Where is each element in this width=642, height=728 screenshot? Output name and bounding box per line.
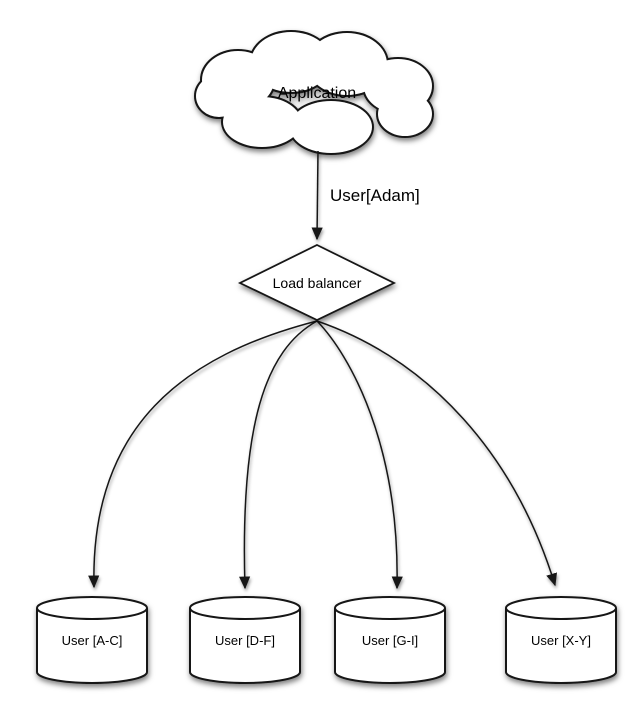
cylinder-top	[189, 596, 301, 620]
shard-label: User [X-Y]	[531, 633, 591, 648]
shard-label: User [D-F]	[215, 633, 275, 648]
application-label: Application	[278, 85, 356, 102]
load-balancer-label: Load balancer	[273, 275, 362, 291]
cylinder-icon	[334, 608, 446, 684]
edge-app-to-lb	[311, 150, 323, 241]
shard-node-4: User [X-Y]	[505, 596, 617, 684]
cylinder-icon	[505, 608, 617, 684]
cloud-icon	[194, 30, 434, 155]
edge-app-to-lb-label: User[Adam]	[330, 186, 420, 205]
edges	[88, 150, 557, 590]
cylinder-icon	[36, 608, 148, 684]
cylinder-top	[505, 596, 617, 620]
edge-lb-to-shard-1	[88, 320, 318, 589]
shard-node-1: User [A-C]	[36, 596, 148, 684]
shard-node-3: User [G-I]	[334, 596, 446, 684]
cylinder-top	[36, 596, 148, 620]
load-balancer-node: Load balancer	[237, 243, 397, 321]
diamond-icon	[237, 243, 397, 321]
cylinder-icon	[189, 608, 301, 684]
edge-lb-to-shard-2	[239, 320, 318, 590]
shard-nodes: User [A-C] User [D-F] User [G-I] User [X…	[36, 596, 617, 684]
edge-lb-to-shard-3	[316, 320, 403, 590]
application-node: Application	[194, 30, 434, 155]
cylinder-top	[334, 596, 446, 620]
shard-label: User [A-C]	[62, 633, 123, 648]
shard-label: User [G-I]	[362, 633, 418, 648]
edge-lb-to-shard-4	[316, 320, 557, 587]
shard-node-2: User [D-F]	[189, 596, 301, 684]
